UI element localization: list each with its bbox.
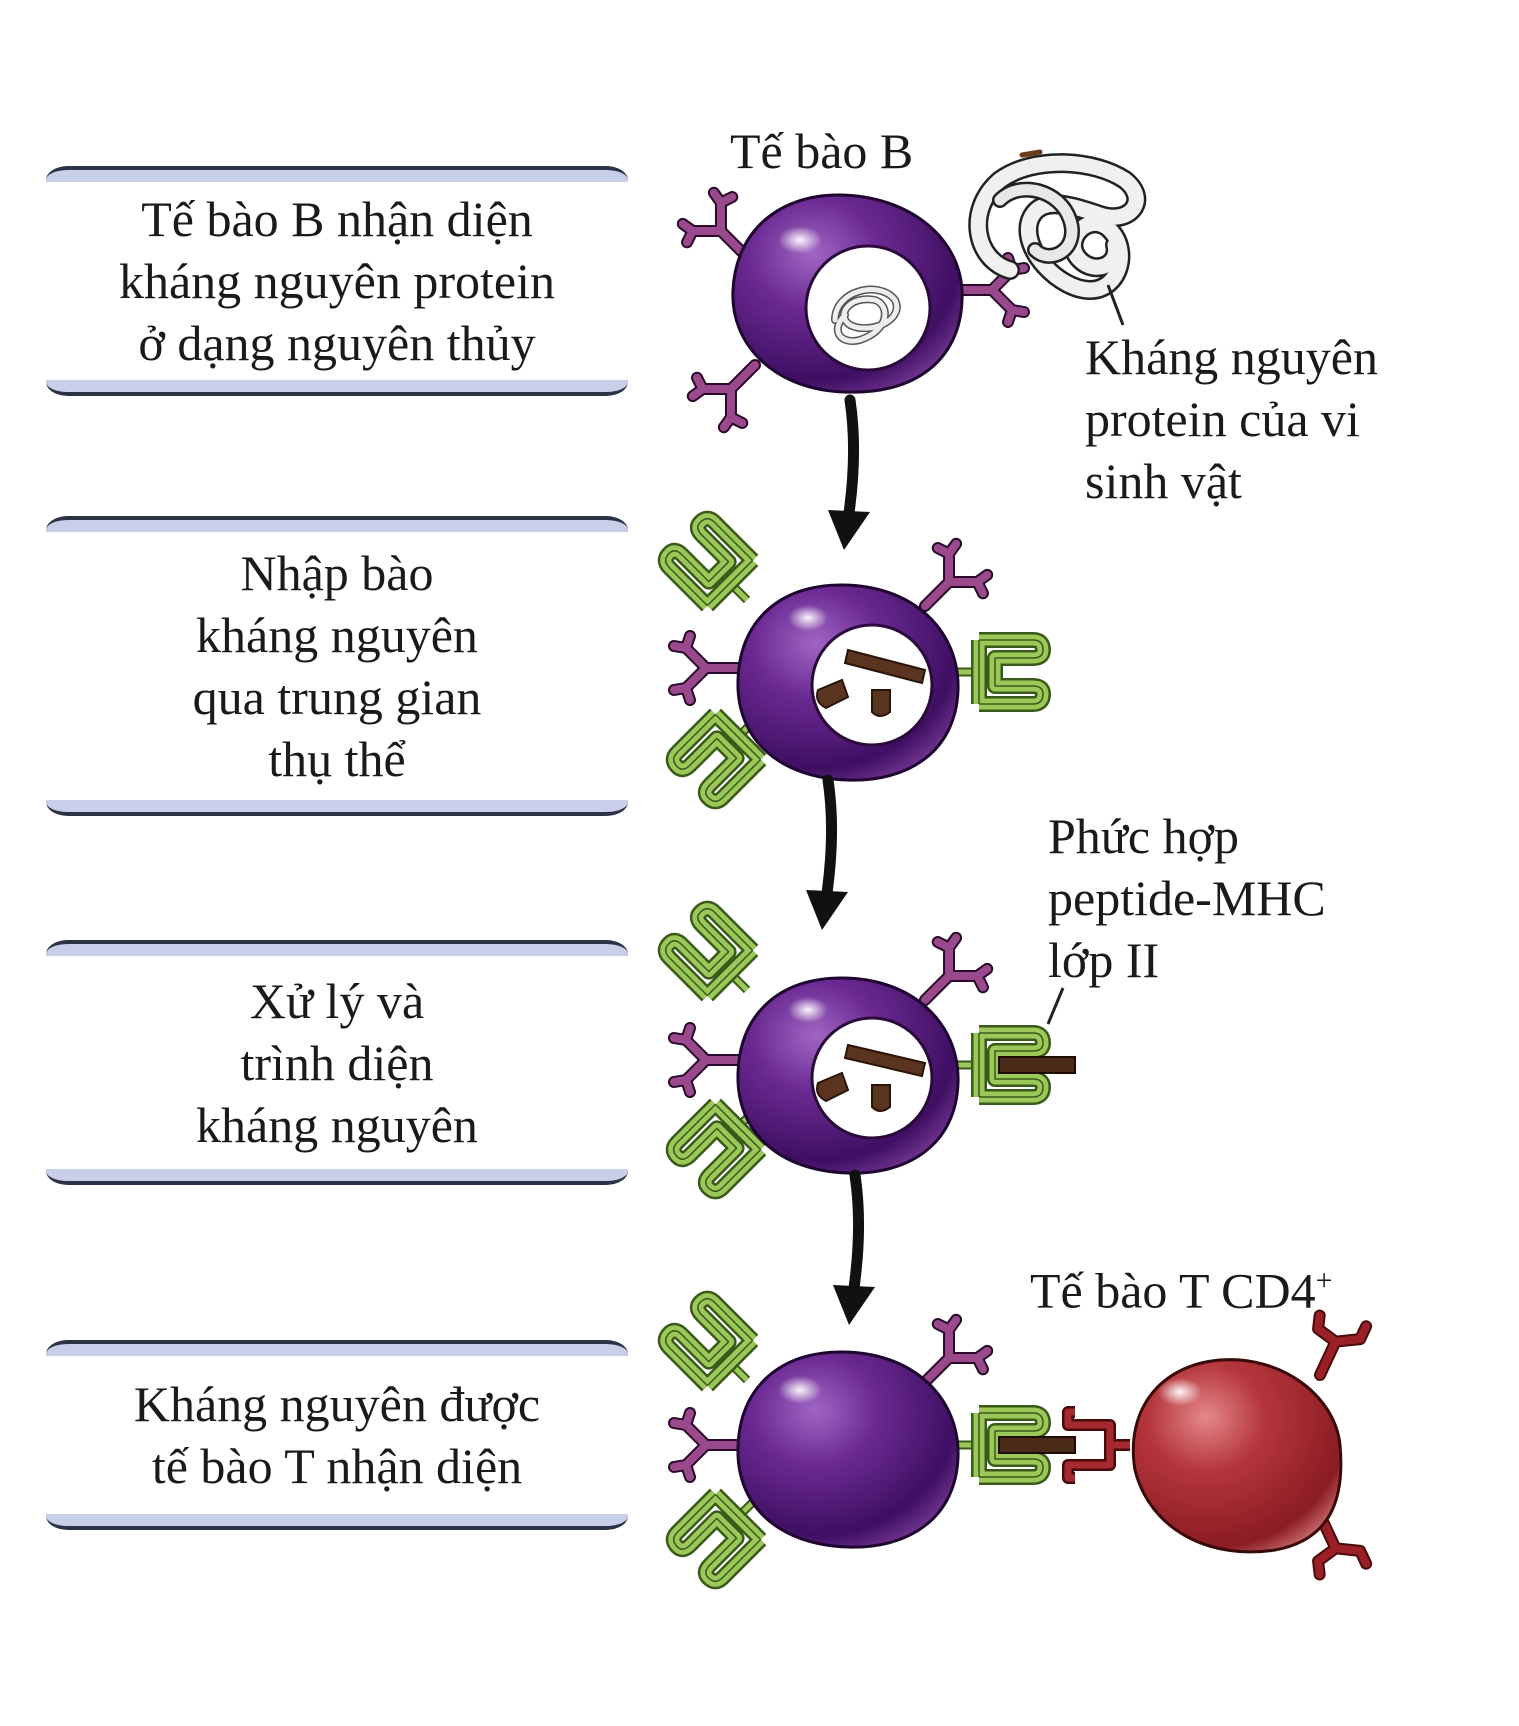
b-cell-stage-3 bbox=[662, 905, 1076, 1195]
bcr-receptor bbox=[674, 1028, 740, 1092]
cd4-t-cell bbox=[1062, 1302, 1377, 1588]
t-cell-body bbox=[1131, 1358, 1343, 1554]
step-2-line-3: qua trung gian bbox=[192, 669, 482, 725]
step-1-line-3: ở dạng nguyên thủy bbox=[138, 315, 536, 371]
arrow-down-icon bbox=[806, 780, 848, 930]
step-4-line-1: Kháng nguyên được bbox=[133, 1376, 541, 1432]
t-cell-label-main: Tế bào T CD4 bbox=[1030, 1262, 1316, 1319]
antigen-label: Kháng nguyên protein của vi sinh vật bbox=[1085, 326, 1378, 512]
step-text: Tế bào B nhận diện kháng nguyên protein … bbox=[115, 188, 559, 374]
b-cell-vesicle bbox=[804, 244, 932, 372]
step-box-bottom-bar bbox=[46, 380, 628, 396]
b-cell-label-text: Tế bào B bbox=[730, 123, 914, 179]
mhc-receptor bbox=[662, 515, 769, 622]
endosome bbox=[810, 623, 934, 747]
antigen-fragments-icon bbox=[816, 648, 927, 717]
arrow-down-icon bbox=[833, 1175, 875, 1325]
antigen-fragments-icon bbox=[816, 1043, 927, 1112]
bcr-receptor bbox=[674, 636, 740, 700]
arrow-down-icon bbox=[828, 400, 870, 550]
step-box-bottom-bar bbox=[46, 800, 628, 816]
mhc-label-line-2: peptide-MHC bbox=[1048, 870, 1326, 926]
mhc-leader-line bbox=[1046, 987, 1065, 1025]
mhc-peptide-complex bbox=[955, 1033, 1076, 1097]
b-cell-label: Tế bào B bbox=[730, 120, 913, 182]
step-3-line-1: Xử lý và bbox=[249, 972, 425, 1029]
step-box-3: Xử lý và trình diện kháng nguyên bbox=[46, 940, 628, 1185]
step-3-line-2: trình diện bbox=[240, 1034, 434, 1091]
step-text: Nhập bào kháng nguyên qua trung gian thụ… bbox=[189, 542, 486, 790]
step-box-bottom-bar bbox=[46, 1169, 628, 1185]
step-2-line-2: kháng nguyên bbox=[196, 607, 478, 663]
step-box-2: Nhập bào kháng nguyên qua trung gian thụ… bbox=[46, 516, 628, 816]
bcr-receptor bbox=[674, 1413, 740, 1477]
step-text: Xử lý và trình diện kháng nguyên bbox=[192, 970, 482, 1156]
step-text: Kháng nguyên được tế bào T nhận diện bbox=[130, 1373, 544, 1497]
step-box-1: Tế bào B nhận diện kháng nguyên protein … bbox=[46, 166, 628, 396]
tcr-receptor bbox=[1301, 1302, 1377, 1375]
mhc-complex-label: Phức hợp peptide-MHC lớp II bbox=[1048, 805, 1326, 991]
step-4-line-2: tế bào T nhận diện bbox=[151, 1438, 523, 1494]
b-cell-highlight bbox=[788, 997, 828, 1023]
step-box-top-bar bbox=[46, 166, 628, 182]
antigen-label-line-1: Kháng nguyên bbox=[1085, 329, 1378, 385]
mhc-label-line-3: lớp II bbox=[1048, 932, 1160, 988]
internalized-antigen-icon bbox=[831, 285, 901, 345]
mhc-label-line-1: Phức hợp bbox=[1048, 808, 1240, 864]
b-cell-highlight bbox=[788, 605, 828, 631]
step-box-top-bar bbox=[46, 940, 628, 956]
step-box-4: Kháng nguyên được tế bào T nhận diện bbox=[46, 1340, 628, 1530]
b-cell-body bbox=[736, 1350, 960, 1549]
b-cell-stage-4 bbox=[662, 1295, 1076, 1585]
step-2-line-1: Nhập bào bbox=[240, 545, 434, 601]
b-cell-stage-1 bbox=[676, 149, 1147, 434]
mhc-peptide-complex bbox=[955, 1413, 1076, 1477]
step-box-bottom-bar bbox=[46, 1514, 628, 1530]
step-box-top-bar bbox=[46, 516, 628, 532]
mhc-receptor bbox=[662, 905, 769, 1012]
t-cell-label-text: Tế bào T CD4+ bbox=[1030, 1250, 1333, 1322]
b-cell-highlight bbox=[778, 1376, 822, 1404]
antigen-label-line-2: protein của vi bbox=[1085, 391, 1360, 447]
step-2-line-4: thụ thể bbox=[268, 731, 406, 787]
t-cell-label-sup: + bbox=[1315, 1264, 1333, 1297]
step-1-line-2: kháng nguyên protein bbox=[118, 253, 555, 309]
b-cell-stage-2 bbox=[662, 515, 1043, 805]
b-cell-highlight bbox=[778, 226, 822, 254]
t-cell-highlight bbox=[1158, 1378, 1202, 1406]
step-3-line-3: kháng nguyên bbox=[196, 1096, 478, 1153]
peptide-icon bbox=[998, 1436, 1076, 1454]
antigen-label-line-3: sinh vật bbox=[1085, 453, 1242, 509]
mhc-receptor bbox=[662, 1295, 769, 1402]
t-cell-label: Tế bào T CD4+ bbox=[1030, 1250, 1333, 1322]
mhc-receptor bbox=[955, 640, 1043, 704]
endosome bbox=[810, 1016, 934, 1140]
tcr-bound bbox=[1062, 1406, 1130, 1484]
peptide-icon bbox=[998, 1056, 1076, 1074]
step-box-top-bar bbox=[46, 1340, 628, 1356]
antigen-leader-line bbox=[1106, 284, 1125, 326]
step-1-line-1: Tế bào B nhận diện bbox=[141, 191, 533, 247]
native-antigen-icon bbox=[968, 149, 1147, 300]
